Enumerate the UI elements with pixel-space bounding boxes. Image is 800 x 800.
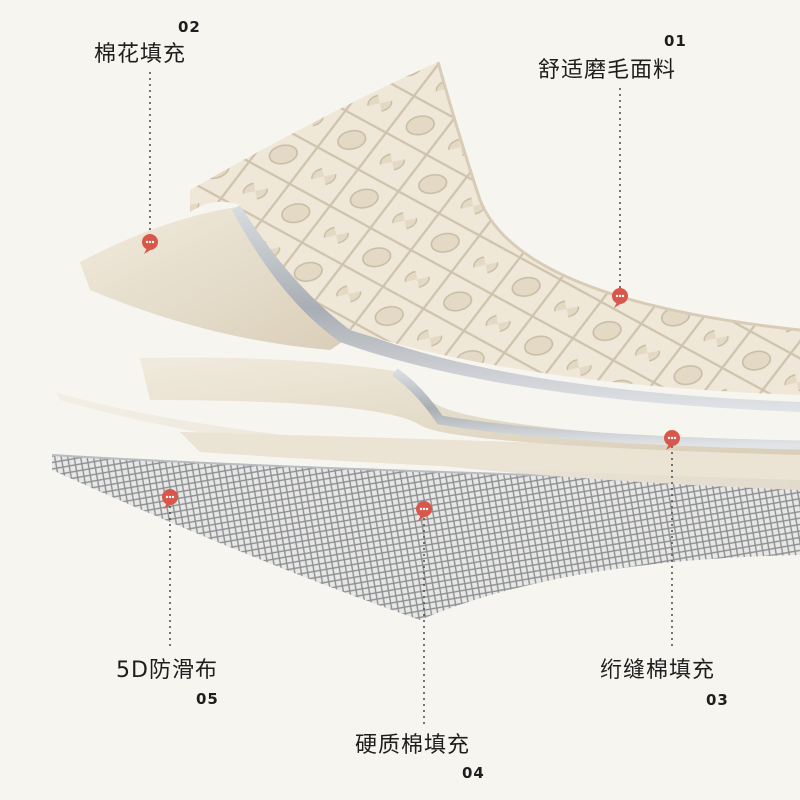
layer-02-label: 棉花填充 <box>94 42 187 67</box>
leader-lines <box>149 72 673 728</box>
marker-02-icon <box>142 234 158 254</box>
layer-04-label: 硬质棉填充 <box>355 733 471 758</box>
marker-05-icon <box>162 489 178 509</box>
marker-01-icon <box>612 288 628 308</box>
hard-cotton-layer <box>55 392 800 490</box>
quilted-cotton-layer <box>140 357 800 455</box>
layer-02-number: 02 <box>178 18 201 36</box>
brushed-fabric-layer <box>190 61 800 395</box>
marker-04-icon <box>416 501 432 521</box>
layer-01-number: 01 <box>664 32 687 50</box>
layer-03-number: 03 <box>706 691 729 709</box>
layer-04-number: 04 <box>462 764 485 782</box>
marker-03-icon <box>664 430 680 450</box>
layer-01-label: 舒适磨毛面料 <box>538 58 677 83</box>
layer-05-number: 05 <box>196 690 219 708</box>
layer-05-label: 5D防滑布 <box>116 658 218 683</box>
layer-03-label: 绗缝棉填充 <box>600 658 716 683</box>
markers <box>142 234 680 521</box>
